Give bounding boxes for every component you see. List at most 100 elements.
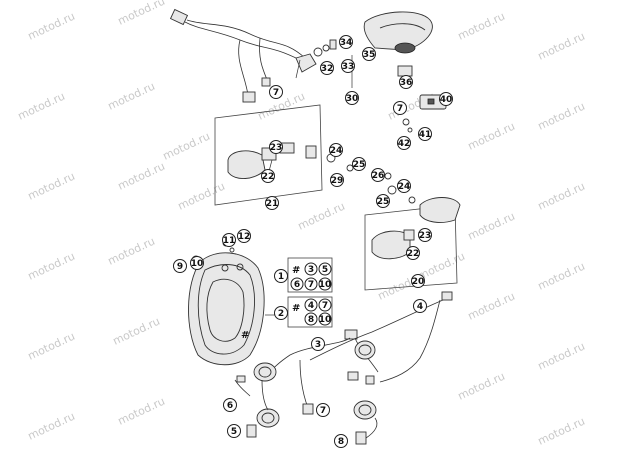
watermark-text: motod.ru xyxy=(116,0,167,28)
legend-hash-2: # xyxy=(292,303,300,314)
legend-number: 10 xyxy=(319,315,332,325)
watermark-text: motod.ru xyxy=(536,100,587,133)
callout-number: 26 xyxy=(372,171,385,181)
watermark-text: motod.ru xyxy=(536,340,587,373)
callout-6: 6 xyxy=(223,398,237,412)
callout-12: 12 xyxy=(237,229,251,243)
callout-number: 42 xyxy=(398,139,411,149)
callout-number: 10 xyxy=(191,259,204,269)
watermark-text: motod.ru xyxy=(116,395,167,428)
callout-36: 36 xyxy=(399,75,413,89)
watermark-text: motod.ru xyxy=(111,315,162,348)
watermark-text: motod.ru xyxy=(106,235,157,268)
callout-circle xyxy=(371,168,385,182)
callout-41: 41 xyxy=(418,127,432,141)
callout-29: 29 xyxy=(330,173,344,187)
watermark-text: motod.ru xyxy=(26,170,77,203)
legend-hash-1: # xyxy=(292,265,300,276)
callout-1: 1 xyxy=(274,269,288,283)
legend-number: 6 xyxy=(294,280,300,290)
callout-21: 21 xyxy=(265,196,279,210)
callout-circle xyxy=(261,169,275,183)
callout-22: 22 xyxy=(261,169,275,183)
watermark-text: motod.ru xyxy=(536,260,587,293)
callout-circle xyxy=(341,59,355,73)
callout-23: 23 xyxy=(269,140,283,154)
legend-number: 7 xyxy=(308,280,314,290)
callout-23: 23 xyxy=(418,228,432,242)
legend-box-1 xyxy=(287,257,333,293)
callout-number: 32 xyxy=(321,64,334,74)
watermark-text: motod.ru xyxy=(466,120,517,153)
callout-8: 8 xyxy=(334,434,348,448)
callout-circle xyxy=(274,306,288,320)
watermark-text: motod.ru xyxy=(161,130,212,163)
callout-circle xyxy=(376,194,390,208)
watermark-text: motod.ru xyxy=(26,330,77,363)
callout-circle xyxy=(269,85,283,99)
legend-box-2 xyxy=(287,296,333,328)
watermark-text: motod.ru xyxy=(456,370,507,403)
callout-32: 32 xyxy=(320,61,334,75)
callout-number: 41 xyxy=(419,130,432,140)
callout-circle xyxy=(274,269,288,283)
callout-number: 23 xyxy=(270,143,283,153)
watermark-text: motod.ru xyxy=(176,180,227,213)
callout-number: 36 xyxy=(400,78,413,88)
callout-number: 2 xyxy=(278,309,284,319)
watermark-text: motod.ru xyxy=(296,200,347,233)
callout-number: 25 xyxy=(353,160,366,170)
callout-number: 24 xyxy=(330,146,343,156)
legend-number: 4 xyxy=(308,301,314,311)
watermark-text: motod.ru xyxy=(26,10,77,43)
legend-number: 7 xyxy=(322,301,328,311)
callout-number: 33 xyxy=(342,62,355,72)
callout-circle xyxy=(439,92,453,106)
legend-circle xyxy=(290,277,304,291)
callout-26: 26 xyxy=(371,168,385,182)
watermark-text: motod.ru xyxy=(16,90,67,123)
callout-number: 20 xyxy=(412,277,425,287)
watermark-text: motod.ru xyxy=(106,80,157,113)
callout-7: 7 xyxy=(393,101,407,115)
rear-indicator-group xyxy=(214,104,354,206)
callout-25: 25 xyxy=(352,157,366,171)
callout-number: 12 xyxy=(238,232,251,242)
watermark-text: motod.ru xyxy=(466,210,517,243)
watermark-text: motod.ru xyxy=(116,160,167,193)
callout-number: 6 xyxy=(227,401,233,411)
headlight-harness xyxy=(234,291,453,445)
callout-7: 7 xyxy=(316,403,330,417)
callout-circle xyxy=(352,157,366,171)
callout-9: 9 xyxy=(173,259,187,273)
callout-number: 7 xyxy=(397,104,403,114)
callout-number: 11 xyxy=(223,236,236,246)
callout-number: 3 xyxy=(315,340,321,350)
legend-circle xyxy=(304,298,318,312)
callout-11: 11 xyxy=(222,233,236,247)
front-indicator-group xyxy=(364,172,461,291)
callout-22: 22 xyxy=(406,246,420,260)
callout-number: 8 xyxy=(338,437,344,447)
legend-circle xyxy=(318,298,332,312)
callout-25: 25 xyxy=(376,194,390,208)
legend-circle xyxy=(318,312,332,326)
watermark-text: motod.ru xyxy=(26,250,77,283)
callout-number: 30 xyxy=(346,94,359,104)
watermark-text: motod.ru xyxy=(466,290,517,323)
callout-circle xyxy=(320,61,334,75)
callout-circle xyxy=(406,246,420,260)
callout-circle xyxy=(339,35,353,49)
legend-circle xyxy=(318,262,332,276)
tail-light-harness xyxy=(169,8,433,103)
callout-circle xyxy=(269,140,283,154)
callout-number: 5 xyxy=(231,427,237,437)
callout-circle xyxy=(397,136,411,150)
legend-circle xyxy=(304,277,318,291)
callout-10: 10 xyxy=(190,256,204,270)
legend-circle xyxy=(304,262,318,276)
callout-number: 25 xyxy=(377,197,390,207)
callout-number: 22 xyxy=(407,249,420,259)
